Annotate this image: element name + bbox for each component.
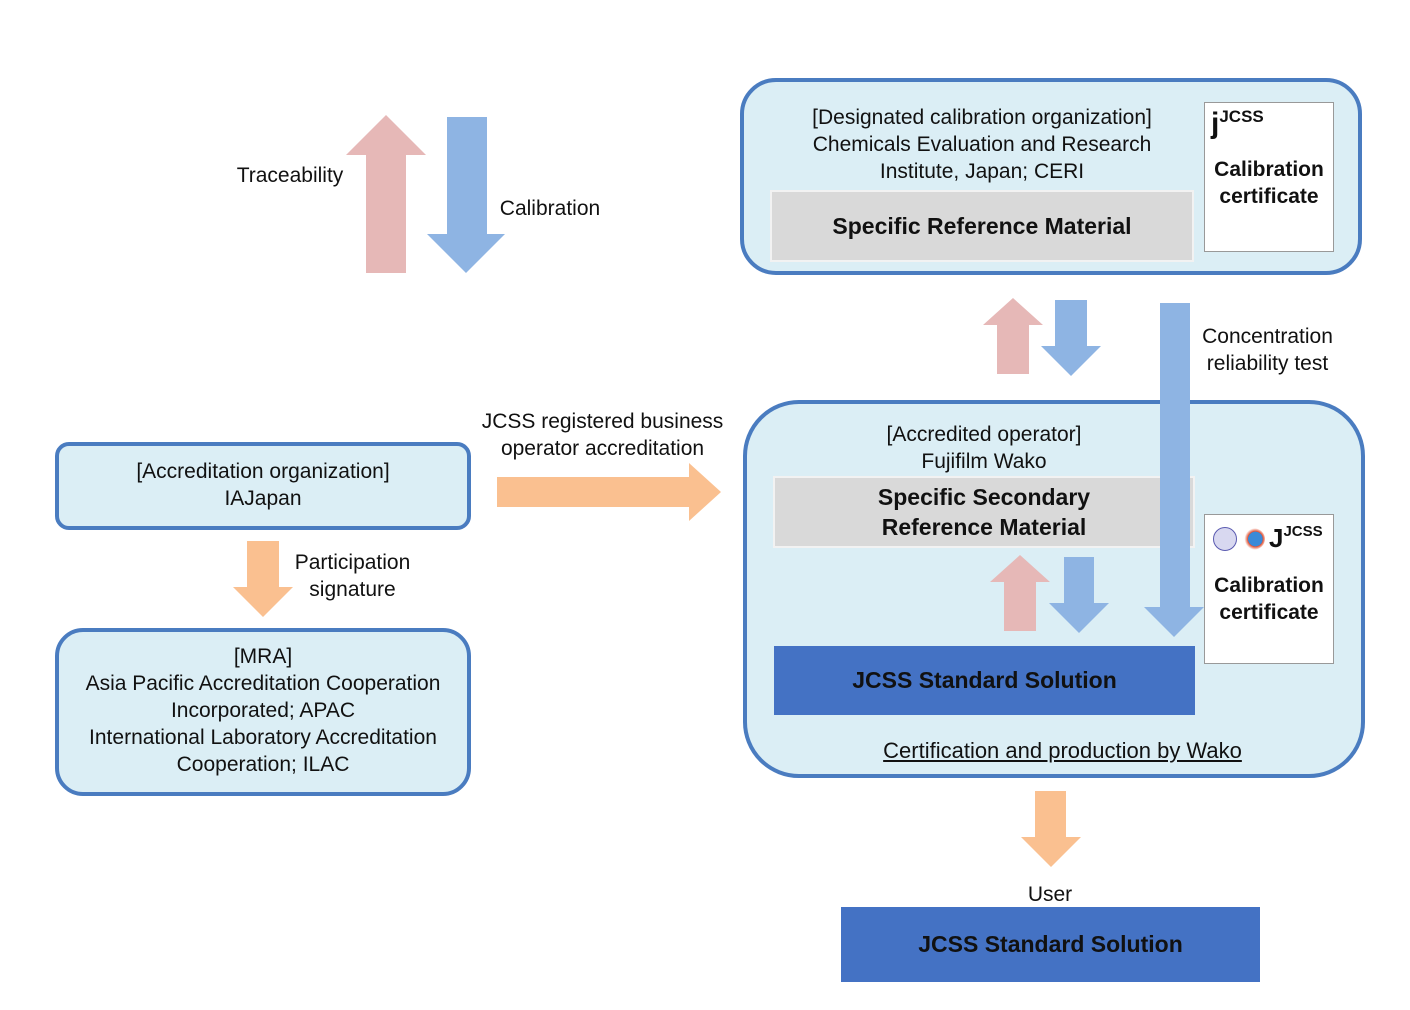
mra-line3: Incorporated; APAC bbox=[170, 699, 356, 722]
certificate-line1: Calibration bbox=[1214, 574, 1324, 597]
accredited-operator-line2: Fujifilm Wako bbox=[921, 450, 1047, 473]
certificate-logos: JJCSS bbox=[1213, 523, 1323, 554]
designated-org-line1: [Designated calibration organization] bbox=[812, 106, 1152, 129]
secondary-material-line2: Reference Material bbox=[881, 514, 1087, 540]
traceability-arrow-icon bbox=[990, 555, 1050, 631]
concentration-line2: reliability test bbox=[1206, 352, 1329, 375]
designated-org-title: [Designated calibration organization] Ch… bbox=[770, 104, 1194, 185]
certificate-line2: certificate bbox=[1219, 185, 1319, 208]
designated-org-line2: Chemicals Evaluation and Research bbox=[812, 133, 1152, 156]
traceability-label: Traceability bbox=[236, 164, 344, 187]
concentration-test-arrow-icon bbox=[1144, 303, 1204, 637]
calibration-certificate-wako: JJCSS Calibration certificate bbox=[1204, 514, 1334, 664]
participation-line1: Participation bbox=[294, 551, 411, 574]
calibration-arrow-icon bbox=[1049, 557, 1109, 633]
accreditation-org-line2: IAJapan bbox=[224, 487, 302, 510]
mra-line4: International Laboratory Accreditation bbox=[89, 726, 437, 749]
mra-line1: [MRA] bbox=[233, 645, 293, 668]
traceability-arrow-icon bbox=[346, 115, 426, 273]
accreditation-arrow-line1: JCSS registered business bbox=[481, 410, 724, 433]
accreditation-arrow-icon bbox=[497, 463, 721, 521]
calibration-arrow-icon bbox=[1041, 300, 1101, 376]
designated-org-line3: Institute, Japan; CERI bbox=[879, 160, 1085, 183]
jcss-logo-icon: jJCSS bbox=[1211, 107, 1264, 140]
calibration-certificate-ceri: jJCSS Calibration certificate bbox=[1204, 102, 1334, 252]
participation-arrow-icon bbox=[233, 541, 293, 617]
certification-footer-link[interactable]: Certification and production by Wako bbox=[883, 738, 1242, 763]
participation-signature-label: Participation signature bbox=[280, 549, 425, 603]
traceability-arrow-icon bbox=[983, 298, 1043, 374]
mra-box bbox=[55, 628, 471, 796]
iajapan-logo-icon bbox=[1241, 527, 1265, 550]
ilac-mra-logo-icon bbox=[1213, 526, 1237, 551]
jcss-logo-icon: JJCSS bbox=[1269, 523, 1323, 553]
accreditation-org-title: [Accreditation organization] IAJapan bbox=[55, 458, 471, 512]
calibration-label: Calibration bbox=[499, 197, 601, 220]
concentration-reliability-test-label: Concentration reliability test bbox=[1190, 323, 1345, 377]
user-label: User bbox=[1027, 883, 1073, 906]
mra-line2: Asia Pacific Accreditation Cooperation bbox=[85, 672, 441, 695]
certificate-line2: certificate bbox=[1219, 601, 1319, 624]
accredited-operator-line1: [Accredited operator] bbox=[886, 423, 1082, 446]
accredited-operator-title: [Accredited operator] Fujifilm Wako bbox=[775, 421, 1193, 475]
accreditation-arrow-label: JCSS registered business operator accred… bbox=[465, 408, 740, 462]
user-arrow-icon bbox=[1021, 791, 1081, 867]
certificate-line1: Calibration bbox=[1214, 158, 1324, 181]
accreditation-arrow-line2: operator accreditation bbox=[500, 437, 705, 460]
mra-text: [MRA] Asia Pacific Accreditation Coopera… bbox=[55, 643, 471, 778]
jcss-standard-solution-wako: JCSS Standard Solution bbox=[774, 646, 1195, 715]
mra-line5: Cooperation; ILAC bbox=[176, 753, 350, 776]
accreditation-org-line1: [Accreditation organization] bbox=[136, 460, 390, 483]
specific-secondary-reference-material: Specific Secondary Reference Material bbox=[773, 476, 1195, 548]
participation-line2: signature bbox=[309, 578, 396, 601]
jcss-standard-solution-user: JCSS Standard Solution bbox=[841, 907, 1260, 982]
specific-reference-material: Specific Reference Material bbox=[770, 190, 1194, 262]
concentration-line1: Concentration bbox=[1202, 325, 1333, 348]
accreditation-organization-box bbox=[55, 442, 471, 530]
secondary-material-line1: Specific Secondary bbox=[877, 484, 1091, 510]
calibration-arrow-icon bbox=[427, 117, 505, 273]
